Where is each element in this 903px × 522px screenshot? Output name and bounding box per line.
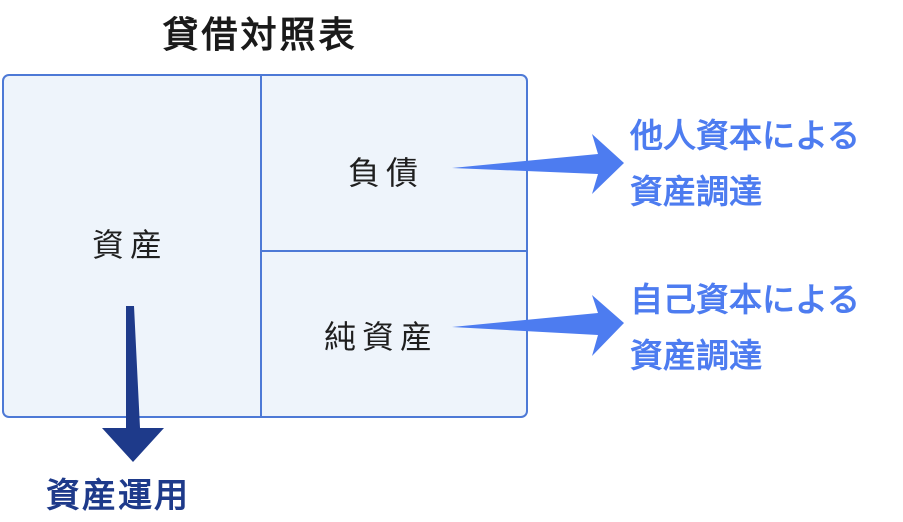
liabilities-annotation: 他人資本による 資産調達 <box>630 108 860 220</box>
liabilities-arrow-icon <box>452 134 624 194</box>
equity-annotation-line2: 資産調達 <box>630 336 762 375</box>
horizontal-divider <box>262 250 526 252</box>
equity-annotation: 自己資本による 資産調達 <box>630 272 860 384</box>
liabilities-annotation-line2: 資産調達 <box>630 172 762 211</box>
assets-annotation: 資産運用 <box>46 476 190 516</box>
balance-sheet-box: 資産 負債 純資産 <box>2 74 528 418</box>
assets-label: 資産 <box>92 226 169 264</box>
equity-annotation-line1: 自己資本による <box>630 280 861 319</box>
equity-arrow-icon <box>452 295 624 356</box>
equity-label: 純資産 <box>324 318 439 356</box>
diagram-title: 貸借対照表 <box>162 15 358 56</box>
liabilities-label: 負債 <box>348 154 425 192</box>
vertical-divider <box>260 76 262 416</box>
liabilities-annotation-line1: 他人資本による <box>630 116 861 155</box>
assets-down-arrow-icon <box>102 306 164 462</box>
